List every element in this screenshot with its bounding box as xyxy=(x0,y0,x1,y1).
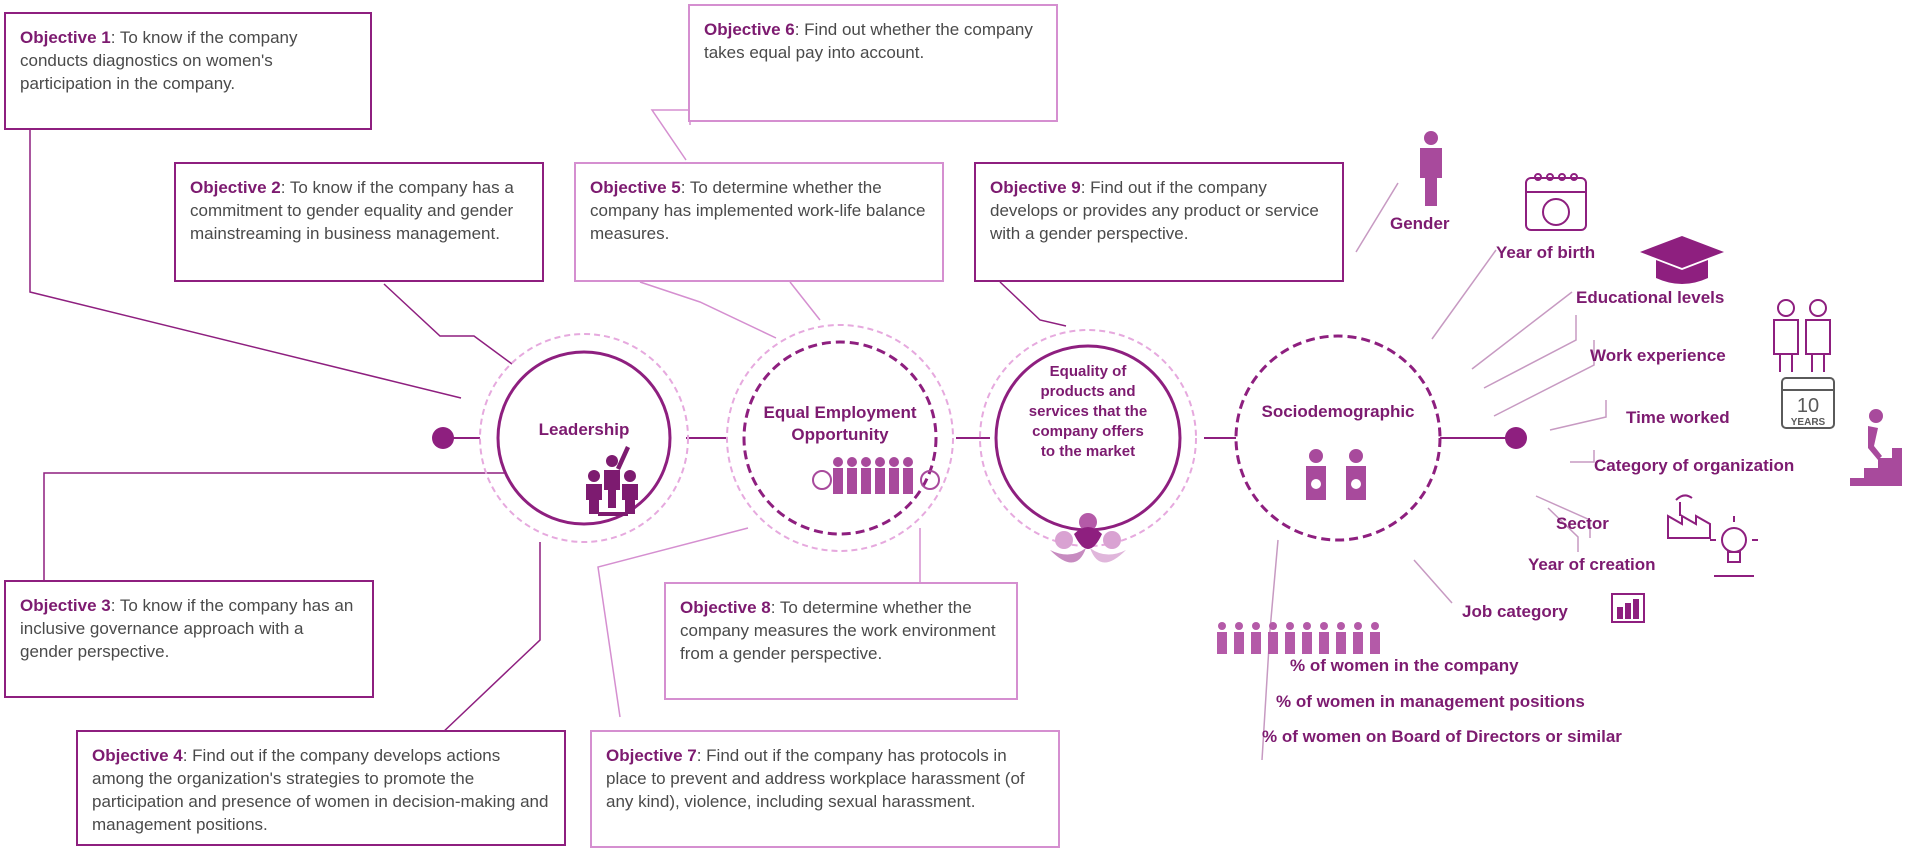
pct-women-company: % of women in the company xyxy=(1290,656,1519,675)
objective-4-box: Objective 4: Find out if the company dev… xyxy=(76,730,566,846)
objective-4-text: : Find out if the company develops actio… xyxy=(92,746,549,834)
person-head xyxy=(1218,622,1226,630)
variable-category-of-organization: Category of organization xyxy=(1594,456,1795,475)
objective-8-title: Objective 8 xyxy=(680,598,771,617)
graduation-cap-icon xyxy=(1640,236,1724,284)
connector-obj9 xyxy=(999,281,1067,327)
objective-5-box: Objective 5: To determine whether the co… xyxy=(574,162,944,282)
objective-6-box: Objective 6: Find out whether the compan… xyxy=(688,4,1058,122)
job-chart-icon xyxy=(1611,593,1645,623)
variable-year-of-creation: Year of creation xyxy=(1528,555,1656,574)
objective-6-title: Objective 6 xyxy=(704,20,795,39)
person-head xyxy=(1286,622,1294,630)
leadership-label: Leadership xyxy=(538,420,630,439)
equal-employment-label: Equal Employment Opportunity xyxy=(763,403,917,444)
person-body xyxy=(1268,632,1278,654)
connector-obj1 xyxy=(29,130,462,399)
variable-gender: Gender xyxy=(1390,214,1450,233)
connector-obj4 xyxy=(439,542,541,736)
variable-year-of-birth: Year of birth xyxy=(1496,243,1596,262)
person-body xyxy=(1302,632,1312,654)
connector-obj5 xyxy=(639,281,777,339)
person-icon xyxy=(1420,131,1442,206)
connector-obj7 xyxy=(597,527,749,718)
objective-5-title: Objective 5 xyxy=(590,178,681,197)
equality-products-node xyxy=(979,329,1197,547)
objective-9-text: : Find out if the company develops or pr… xyxy=(990,178,1319,243)
person-head xyxy=(1354,622,1362,630)
objective-2-title: Objective 2 xyxy=(190,178,281,197)
objective-7-title: Objective 7 xyxy=(606,746,697,765)
objective-7-box: Objective 7: Find out if the company has… xyxy=(590,730,1060,848)
person-body xyxy=(1234,632,1244,654)
equal-employment-node xyxy=(726,324,954,552)
axis-start-dot xyxy=(432,427,454,449)
axis-end-dot xyxy=(1505,427,1527,449)
person-head xyxy=(1371,622,1379,630)
person-head xyxy=(1320,622,1328,630)
gender-symbols-icon xyxy=(1306,449,1366,500)
factory-icon xyxy=(1667,494,1711,539)
person-body xyxy=(1336,632,1346,654)
ten-years-calendar-icon: 10 YEARS xyxy=(1781,377,1835,429)
variable-sector: Sector xyxy=(1556,514,1609,533)
years-number-text: 10 xyxy=(1797,395,1819,417)
objective-2-text: : To know if the company has a commitmen… xyxy=(190,178,514,243)
pct-women-board: % of women on Board of Directors or simi… xyxy=(1262,727,1622,746)
variable-educational-levels: Educational levels xyxy=(1576,288,1725,307)
person-head xyxy=(1235,622,1243,630)
objective-connectors xyxy=(29,130,541,736)
career-stairs-icon xyxy=(1850,409,1902,486)
objective-3-box: Objective 3: To know if the company has … xyxy=(4,580,374,698)
years-word-text: YEARS xyxy=(1791,417,1826,428)
birth-calendar-icon xyxy=(1525,173,1587,231)
objective-4-title: Objective 4 xyxy=(92,746,183,765)
connector-obj3 xyxy=(43,472,506,585)
person-head xyxy=(1269,622,1277,630)
person-body xyxy=(1370,632,1380,654)
person-head xyxy=(1303,622,1311,630)
objective-8-box: Objective 8: To determine whether the co… xyxy=(664,582,1018,700)
pct-women-management: % of women in management positions xyxy=(1276,692,1585,711)
community-hands-icon xyxy=(1050,513,1126,563)
variable-job-category: Job category xyxy=(1462,602,1568,621)
leadership-people-icon xyxy=(586,446,638,516)
objective-6-text: : Find out whether the company takes equ… xyxy=(704,20,1033,62)
inclusive-people-icon xyxy=(812,457,940,494)
objective-7-text: : Find out if the company has protocols … xyxy=(606,746,1025,811)
person-body xyxy=(1251,632,1261,654)
women-row-icon xyxy=(1217,622,1380,654)
variable-work-experience: Work experience xyxy=(1590,346,1726,365)
objective-8-text: : To determine whether the company measu… xyxy=(680,598,996,663)
objective-5-text: : To determine whether the company has i… xyxy=(590,178,926,243)
sociodemographic-label: Sociodemographic xyxy=(1261,402,1415,421)
connector-obj5b xyxy=(789,281,821,321)
person-body xyxy=(1285,632,1295,654)
variable-time-worked: Time worked xyxy=(1626,408,1730,427)
equality-products-label: Equality of products and services that t… xyxy=(1028,363,1148,460)
objective-9-title: Objective 9 xyxy=(990,178,1081,197)
objective-3-title: Objective 3 xyxy=(20,596,111,615)
objective-9-box: Objective 9: Find out if the company dev… xyxy=(974,162,1344,282)
objective-1-title: Objective 1 xyxy=(20,28,111,47)
objective-1-box: Objective 1: To know if the company cond… xyxy=(4,12,372,130)
objective-1-text: : To know if the company conducts diagno… xyxy=(20,28,298,93)
sociodemographic-node xyxy=(1234,334,1442,542)
person-body xyxy=(1353,632,1363,654)
person-head xyxy=(1252,622,1260,630)
person-body xyxy=(1217,632,1227,654)
connector-obj6 xyxy=(650,109,691,161)
idea-bulb-icon xyxy=(1710,516,1758,577)
person-head xyxy=(1337,622,1345,630)
objective-2-box: Objective 2: To know if the company has … xyxy=(174,162,544,282)
professionals-icon xyxy=(1773,299,1831,372)
sociodemographic-fan xyxy=(1261,182,1607,761)
person-body xyxy=(1319,632,1329,654)
objective-3-text: : To know if the company has an inclusiv… xyxy=(20,596,354,661)
connector-obj2 xyxy=(383,283,513,365)
